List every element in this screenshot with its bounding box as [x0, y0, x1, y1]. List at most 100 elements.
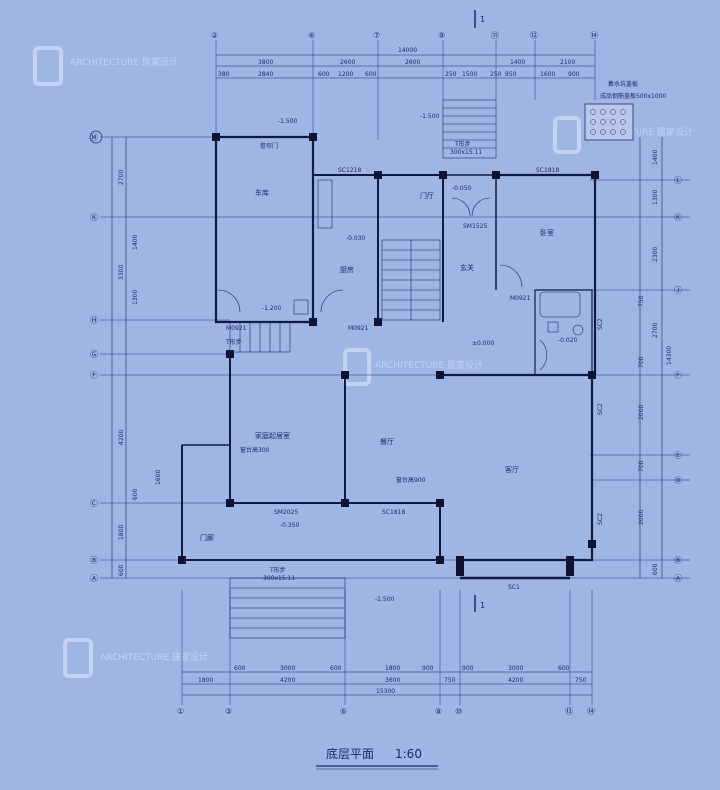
dimension-text: 2300: [652, 247, 659, 262]
dimension-text: 950: [505, 71, 517, 78]
axis-label: ③: [225, 707, 232, 716]
room-hall: 玄关: [460, 263, 474, 272]
dimension-text: 700: [638, 460, 645, 472]
level-mark: -0.020: [558, 337, 578, 344]
right-dimensions: 1400 1300 2300 750 2700 700 2000 700 200…: [638, 150, 673, 575]
dimension-text: 4200: [118, 430, 125, 445]
axis-label: Ⓕ: [674, 371, 682, 380]
columns: [178, 133, 599, 576]
room-living: 客厅: [505, 465, 519, 474]
stairs: [229, 99, 497, 639]
dimension-text: 600: [330, 665, 342, 672]
door-label: SM1525: [463, 223, 487, 230]
dimension-text: 1300: [652, 190, 659, 205]
room-kitchen: 厨房: [340, 265, 354, 274]
shelf-label: 窗台高900: [396, 476, 426, 484]
room-bedroom: 卧室: [540, 228, 554, 237]
level-mark: -1.500: [278, 118, 298, 125]
door-label: SC2: [597, 403, 604, 415]
level-mark: -0.050: [452, 185, 472, 192]
dimension-text: 1500: [462, 71, 477, 78]
door-label: SC1818: [382, 509, 405, 516]
bottom-dimensions: 600 3000 600 1800 900 900 3000 600 1800 …: [198, 665, 587, 695]
axis-label: ⑧: [435, 707, 442, 716]
room-garage: 车库: [255, 188, 269, 197]
dimension-text: 2000: [638, 405, 645, 420]
axis-label: Ⓗ: [90, 316, 98, 325]
dimension-text: 1400: [652, 150, 659, 165]
dimension-text: 14300: [666, 346, 673, 365]
axis-label: ⑭: [590, 31, 598, 40]
septic-sub-label: 成品钢筋盖板500x1000: [600, 92, 666, 100]
door-label: SC1218: [338, 167, 361, 174]
axis-label: Ⓚ: [674, 213, 682, 222]
dimension-text: 3000: [280, 665, 295, 672]
dimension-text: 900: [568, 71, 580, 78]
dimension-text: 4200: [508, 677, 523, 684]
axis-label: Ⓛ: [674, 176, 682, 185]
steps-label: T形步: [454, 140, 471, 148]
axis-label: Ⓐ: [674, 574, 682, 583]
dimension-text: 600: [652, 563, 659, 575]
doors: [217, 197, 548, 371]
dimension-text: 3300: [118, 265, 125, 280]
room-dining: 餐厅: [380, 437, 394, 446]
axis-label: ②: [211, 31, 218, 40]
dimension-text: 600: [318, 71, 330, 78]
door-label: SM2025: [274, 509, 298, 516]
level-mark: -1.500: [375, 596, 395, 603]
section-markers: 1 1: [474, 10, 485, 612]
fixtures: [293, 179, 584, 336]
septic-label: 集水坑盖板: [608, 80, 638, 88]
section-marker-top: 1: [480, 15, 485, 24]
axis-label: Ⓐ: [90, 574, 98, 583]
room-porch: 门廊: [200, 533, 214, 542]
door-label: SC2: [597, 513, 604, 525]
axis-label: Ⓜ: [90, 133, 98, 142]
level-mark: ±0.000: [472, 340, 494, 347]
dimension-text: 1800: [385, 665, 400, 672]
dimension-text: 600: [132, 488, 139, 500]
drawing-scale: 1:60: [395, 747, 422, 761]
axis-label: ⑫: [530, 31, 538, 40]
dimension-text: 1200: [338, 71, 353, 78]
level-mark: -0.030: [346, 235, 366, 242]
axis-label: ⑭: [587, 707, 595, 716]
left-axis-labels: Ⓜ Ⓚ Ⓗ Ⓖ Ⓕ Ⓒ Ⓑ Ⓐ: [89, 130, 103, 583]
right-axis-labels: Ⓛ Ⓚ Ⓙ Ⓕ Ⓔ Ⓓ Ⓑ Ⓐ: [674, 176, 682, 583]
dimension-text: 2100: [560, 59, 575, 66]
watermark-text: ARCHITECTURE 居家设计: [70, 56, 178, 68]
axis-label: ⑨: [438, 31, 445, 40]
watermark-text: ARCHITECTURE 居家设计: [375, 359, 483, 371]
section-marker-bottom: 1: [480, 601, 485, 610]
watermark-logo: [343, 348, 371, 386]
annotations: T形步 300x15.11 T形步 300x15.11 T形步 卷帘门 窗台高3…: [225, 113, 604, 603]
door-label: SC2: [597, 318, 604, 330]
dimension-text: 700: [638, 356, 645, 368]
dimension-text: 1600: [540, 71, 555, 78]
left-dimensions: 2700 1400 3300 1300 4200 1600 600 1800 6…: [118, 170, 162, 576]
axis-label: Ⓚ: [90, 213, 98, 222]
dimension-text: 600: [118, 564, 125, 576]
dimension-text: 14000: [398, 47, 417, 54]
dimension-text: 250: [445, 71, 457, 78]
top-dimensions: 14000 3800 2600 2600 1400 2100 380 2840 …: [218, 47, 580, 78]
dimension-text: 1400: [510, 59, 525, 66]
dimension-text: 3000: [508, 665, 523, 672]
dimension-text: 2000: [638, 510, 645, 525]
dimension-text: 750: [575, 677, 587, 684]
axis-label: ④: [308, 31, 315, 40]
room-foyer: 门厅: [420, 191, 434, 200]
room-labels: 车库 厨房 门厅 玄关 卧室 家庭起居室 餐厅 客厅 门廊: [200, 188, 554, 542]
dimension-text: 750: [638, 295, 645, 307]
dimension-text: 600: [234, 665, 246, 672]
door-label: M0921: [348, 325, 369, 332]
shelf-label: 窗台高300: [240, 446, 270, 454]
dimension-text: 15300: [376, 688, 395, 695]
axis-grid: [100, 40, 690, 705]
room-family: 家庭起居室: [255, 431, 290, 440]
dimension-text: 4200: [280, 677, 295, 684]
axis-label: Ⓔ: [674, 451, 682, 460]
axis-label: ⑪: [491, 31, 499, 40]
